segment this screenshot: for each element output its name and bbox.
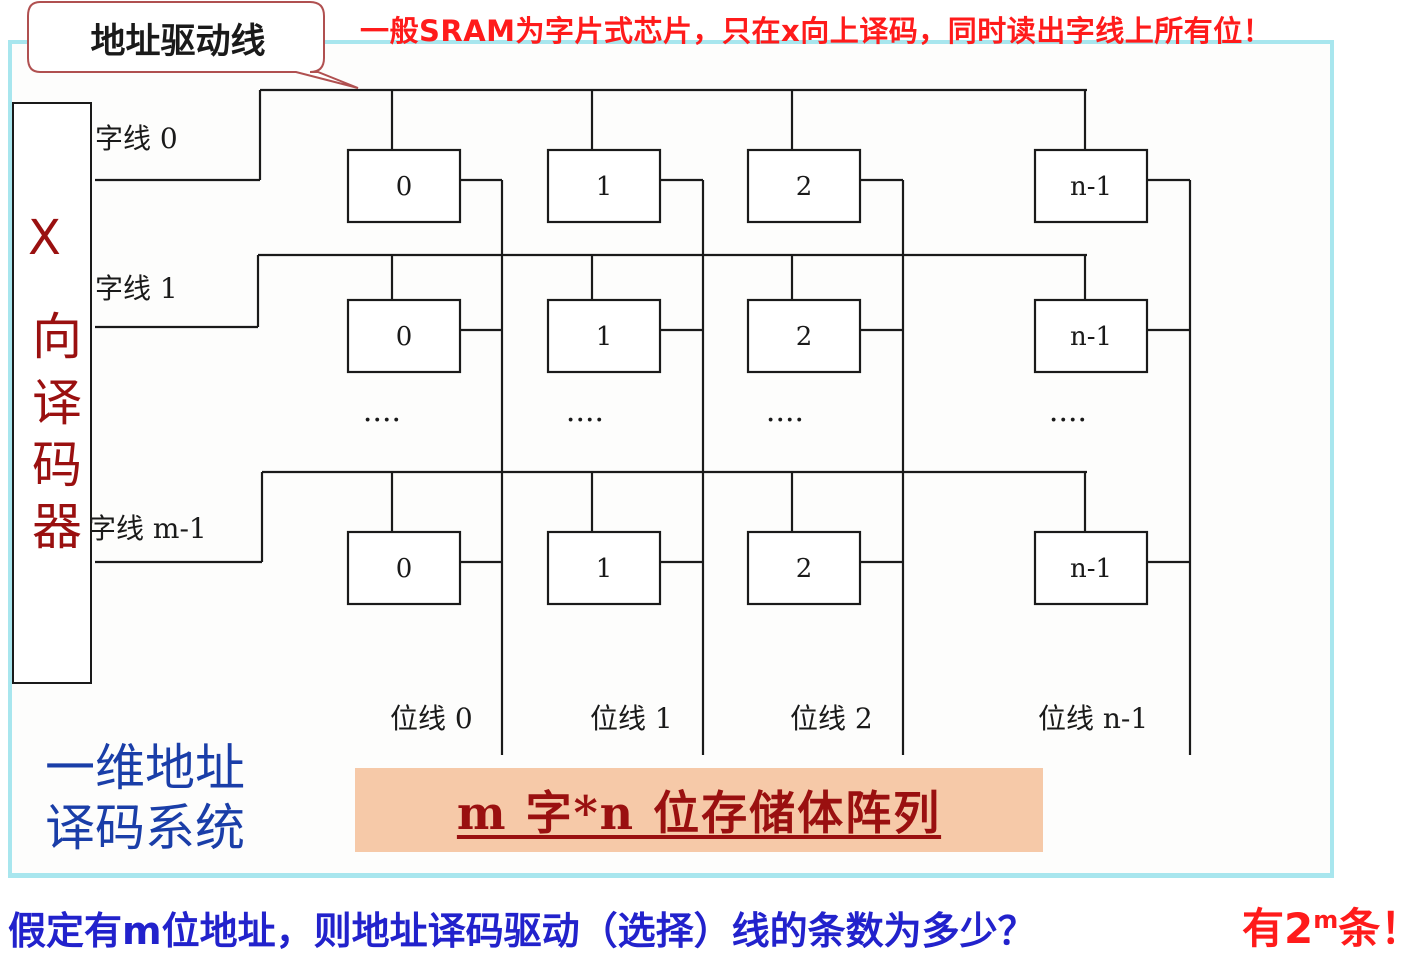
word-line-label: 字线 m-1 xyxy=(88,512,207,545)
top-note: 一般SRAM为字片式芯片，只在x向上译码，同时读出字线上所有位！ xyxy=(360,14,1273,48)
memory-cell-label: n-1 xyxy=(1070,172,1112,202)
callout-bubble xyxy=(27,0,359,89)
memory-cell-label: 1 xyxy=(596,554,613,584)
memory-cell-1-1 xyxy=(546,298,662,374)
decoder-char: 器 xyxy=(32,498,82,556)
array-label-box: m 字*n 位存储体阵列 xyxy=(355,768,1043,852)
memory-cell-label: 2 xyxy=(796,172,813,202)
memory-cell-2-3 xyxy=(1033,530,1149,606)
answer-prefix: 有2 xyxy=(1242,904,1314,953)
memory-cell-label: 0 xyxy=(396,554,413,584)
memory-cell-label: 1 xyxy=(596,322,613,352)
bit-line-label: 位线 n-1 xyxy=(1038,702,1148,735)
answer-sup: m xyxy=(1313,906,1339,934)
memory-cell-1-3 xyxy=(1033,298,1149,374)
memory-cell-2-0 xyxy=(346,530,462,606)
ellipsis: ···· xyxy=(363,403,401,438)
one-dim-decoding-label: 一维地址 译码系统 xyxy=(45,738,245,858)
memory-cell-2-1 xyxy=(546,530,662,606)
memory-cell-0-3 xyxy=(1033,148,1149,224)
question-text: 假定有m位地址，则地址译码驱动（选择）线的条数为多少？ xyxy=(8,909,1036,953)
decoder-x-label: X xyxy=(28,210,61,266)
memory-cell-label: 1 xyxy=(596,172,613,202)
array-label-text: m 字*n 位存储体阵列 xyxy=(456,786,942,840)
decoder-char: 码 xyxy=(32,436,82,494)
bit-line-label: 位线 0 xyxy=(390,702,473,735)
memory-cell-label: n-1 xyxy=(1070,554,1112,584)
decoder-char: 向 xyxy=(32,308,82,366)
bit-line-label: 位线 1 xyxy=(590,702,673,735)
bit-line-label: 位线 2 xyxy=(790,702,873,735)
x-decoder-box xyxy=(12,102,92,684)
memory-cell-label: 0 xyxy=(396,172,413,202)
ellipsis: ···· xyxy=(766,403,804,438)
memory-cell-label: n-1 xyxy=(1070,322,1112,352)
ellipsis: ···· xyxy=(566,403,604,438)
decoder-char: 译 xyxy=(32,374,82,432)
memory-cell-1-2 xyxy=(746,298,862,374)
answer-suffix: 条！ xyxy=(1338,904,1417,953)
sys-label-line1: 一维地址 xyxy=(45,739,245,797)
memory-cell-label: 0 xyxy=(396,322,413,352)
ellipsis: ···· xyxy=(1049,403,1087,438)
sys-label-line2: 译码系统 xyxy=(45,799,245,857)
memory-cell-label: 2 xyxy=(796,554,813,584)
memory-cell-label: 2 xyxy=(796,322,813,352)
callout-text: 地址驱动线 xyxy=(90,21,266,62)
memory-cell-0-1 xyxy=(546,148,662,224)
word-line-label: 字线 1 xyxy=(95,272,178,305)
word-line-label: 字线 0 xyxy=(95,122,178,155)
memory-cell-2-2 xyxy=(746,530,862,606)
answer-text: 有2m条！ xyxy=(1242,895,1417,956)
memory-cell-0-0 xyxy=(346,148,462,224)
memory-cell-0-2 xyxy=(746,148,862,224)
memory-cell-1-0 xyxy=(346,298,462,374)
